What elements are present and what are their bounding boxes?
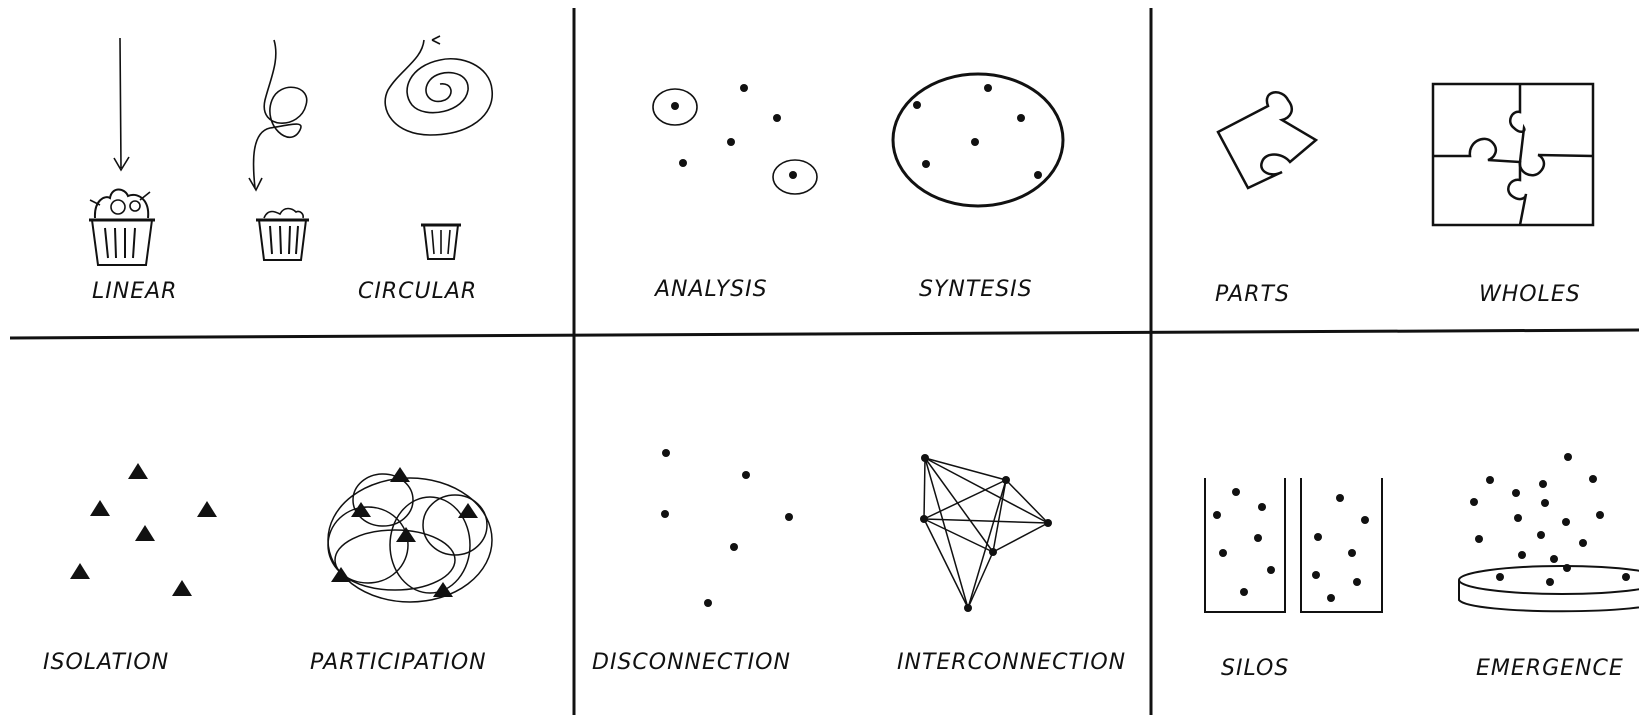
wavy-arrow	[249, 40, 307, 190]
label-syntesis: SYNTESIS	[919, 277, 1033, 302]
label-interconnection: INTERCONNECTION	[897, 650, 1126, 675]
panel-linear-circular	[89, 36, 492, 265]
panel-parts-wholes	[1218, 84, 1593, 225]
label-emergence: EMERGENCE	[1476, 656, 1624, 681]
full-trash-bin-icon	[89, 190, 155, 266]
label-circular: CIRCULAR	[358, 279, 477, 304]
panel-isolation-participation	[70, 463, 492, 602]
grid-horizontal	[10, 330, 1639, 338]
panel-silos-emergence	[1205, 453, 1639, 612]
isolation-triangles	[70, 463, 217, 596]
syntesis-dots	[913, 84, 1042, 179]
grid-lines	[10, 8, 1639, 715]
analysis-dots	[671, 84, 797, 179]
puzzle-whole-icon	[1433, 84, 1593, 225]
silo-dots	[1213, 488, 1369, 602]
participation-triangles	[331, 467, 478, 597]
label-linear: LINEAR	[92, 279, 177, 304]
half-trash-bin-icon	[256, 209, 309, 261]
interconnection-lines	[924, 458, 1048, 608]
label-disconnection: DISCONNECTION	[592, 650, 791, 675]
petri-dish-icon	[1459, 566, 1639, 611]
label-analysis: ANALYSIS	[655, 277, 768, 302]
empty-trash-bin-icon	[421, 225, 461, 259]
circular-spiral	[385, 36, 492, 135]
label-participation: PARTICIPATION	[310, 650, 487, 675]
label-wholes: WHOLES	[1479, 282, 1581, 307]
panel-analysis-syntesis	[653, 74, 1063, 206]
puzzle-piece-icon	[1218, 92, 1316, 188]
disconnection-dots	[661, 449, 793, 607]
label-silos: SILOS	[1221, 656, 1289, 681]
silo-containers	[1205, 478, 1382, 612]
label-parts: PARTS	[1215, 282, 1290, 307]
label-isolation: ISOLATION	[43, 650, 169, 675]
linear-arrow	[114, 38, 129, 170]
panel-disconnection-interconnection	[661, 449, 1052, 612]
